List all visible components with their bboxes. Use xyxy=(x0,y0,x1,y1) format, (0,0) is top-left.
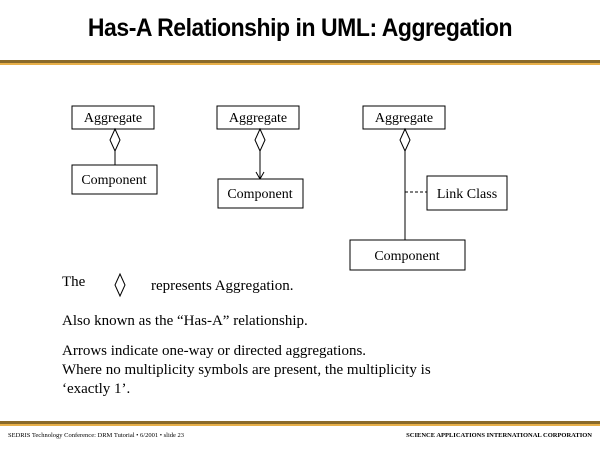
example-simple-aggregation: Aggregate Component xyxy=(71,105,158,195)
bottom-rule-accent xyxy=(0,424,600,426)
top-rule-accent xyxy=(0,63,600,65)
footer-right: SCIENCE APPLICATIONS INTERNATIONAL CORPO… xyxy=(406,432,592,439)
component-box xyxy=(349,239,466,271)
multiplicity-text: Where no multiplicity symbols are presen… xyxy=(62,362,431,378)
aggregate-box xyxy=(71,105,155,130)
top-rule xyxy=(0,60,600,63)
legend-suffix: represents Aggregation. xyxy=(151,278,294,294)
slide-title: Has-A Relationship in UML: Aggregation xyxy=(87,14,513,42)
legend-diamond-icon xyxy=(114,272,126,298)
component-label: Component xyxy=(81,173,146,188)
example-directed-aggregation: Aggregate Component xyxy=(216,105,304,209)
aggregate-label: Aggregate xyxy=(229,111,287,126)
multiplicity-value-text: ‘exactly 1’. xyxy=(62,381,131,397)
aggregation-diamond-icon xyxy=(399,127,411,153)
link-class-label: Link Class xyxy=(437,187,497,202)
footer-left: SEDRIS Technology Conference: DRM Tutori… xyxy=(8,432,185,439)
aggregation-diamond-icon xyxy=(109,127,121,153)
aggregate-box xyxy=(216,105,300,130)
example-link-class-aggregation: Aggregate Link Class Component xyxy=(349,105,508,271)
arrows-text: Arrows indicate one-way or directed aggr… xyxy=(62,343,367,359)
bottom-rule xyxy=(0,421,600,424)
has-a-text: Also known as the “Has-A” relationship. xyxy=(62,313,308,329)
aggregate-label: Aggregate xyxy=(375,111,433,126)
legend-prefix: The xyxy=(62,274,86,290)
link-class-box xyxy=(426,175,508,211)
aggregate-box xyxy=(362,105,446,130)
component-label: Component xyxy=(227,187,292,202)
aggregate-label: Aggregate xyxy=(84,111,142,126)
aggregation-diamond-icon xyxy=(254,127,266,153)
component-box xyxy=(217,178,304,209)
component-box xyxy=(71,164,158,195)
component-label: Component xyxy=(374,249,439,264)
